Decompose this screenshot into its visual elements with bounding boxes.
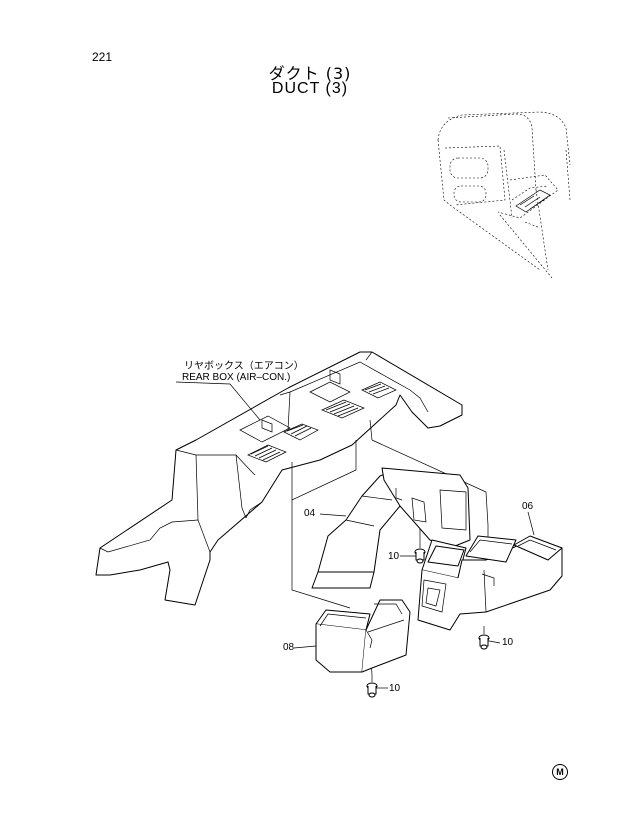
m-symbol-mark: M [552,764,568,780]
duct-04-drawing [311,467,471,589]
part-label-10-upper: 10 [388,551,400,562]
duct-08-drawing [315,599,411,673]
title-english: DUCT (3) [271,80,349,97]
part-label-10-right: 10 [502,637,514,648]
title-japanese: ダクト (3) [268,64,352,83]
part-label-04: 04 [304,508,316,519]
rear-box-drawing [95,351,463,606]
part-label-06: 06 [522,501,534,512]
duct-06-drawing [417,535,563,631]
callout-rear-box-japanese: リヤボックス（エアコン） [184,361,304,372]
part-label-08: 08 [283,642,295,653]
callout-rear-box-english: REAR BOX (AIR–CON.) [182,372,291,383]
bolt-10-lower [366,675,378,698]
bolt-10-right [478,626,490,650]
cab-locator-drawing [437,111,571,279]
bolt-10-upper [414,540,426,564]
page-number: 221 [92,50,113,64]
part-label-10-lower: 10 [389,683,401,694]
